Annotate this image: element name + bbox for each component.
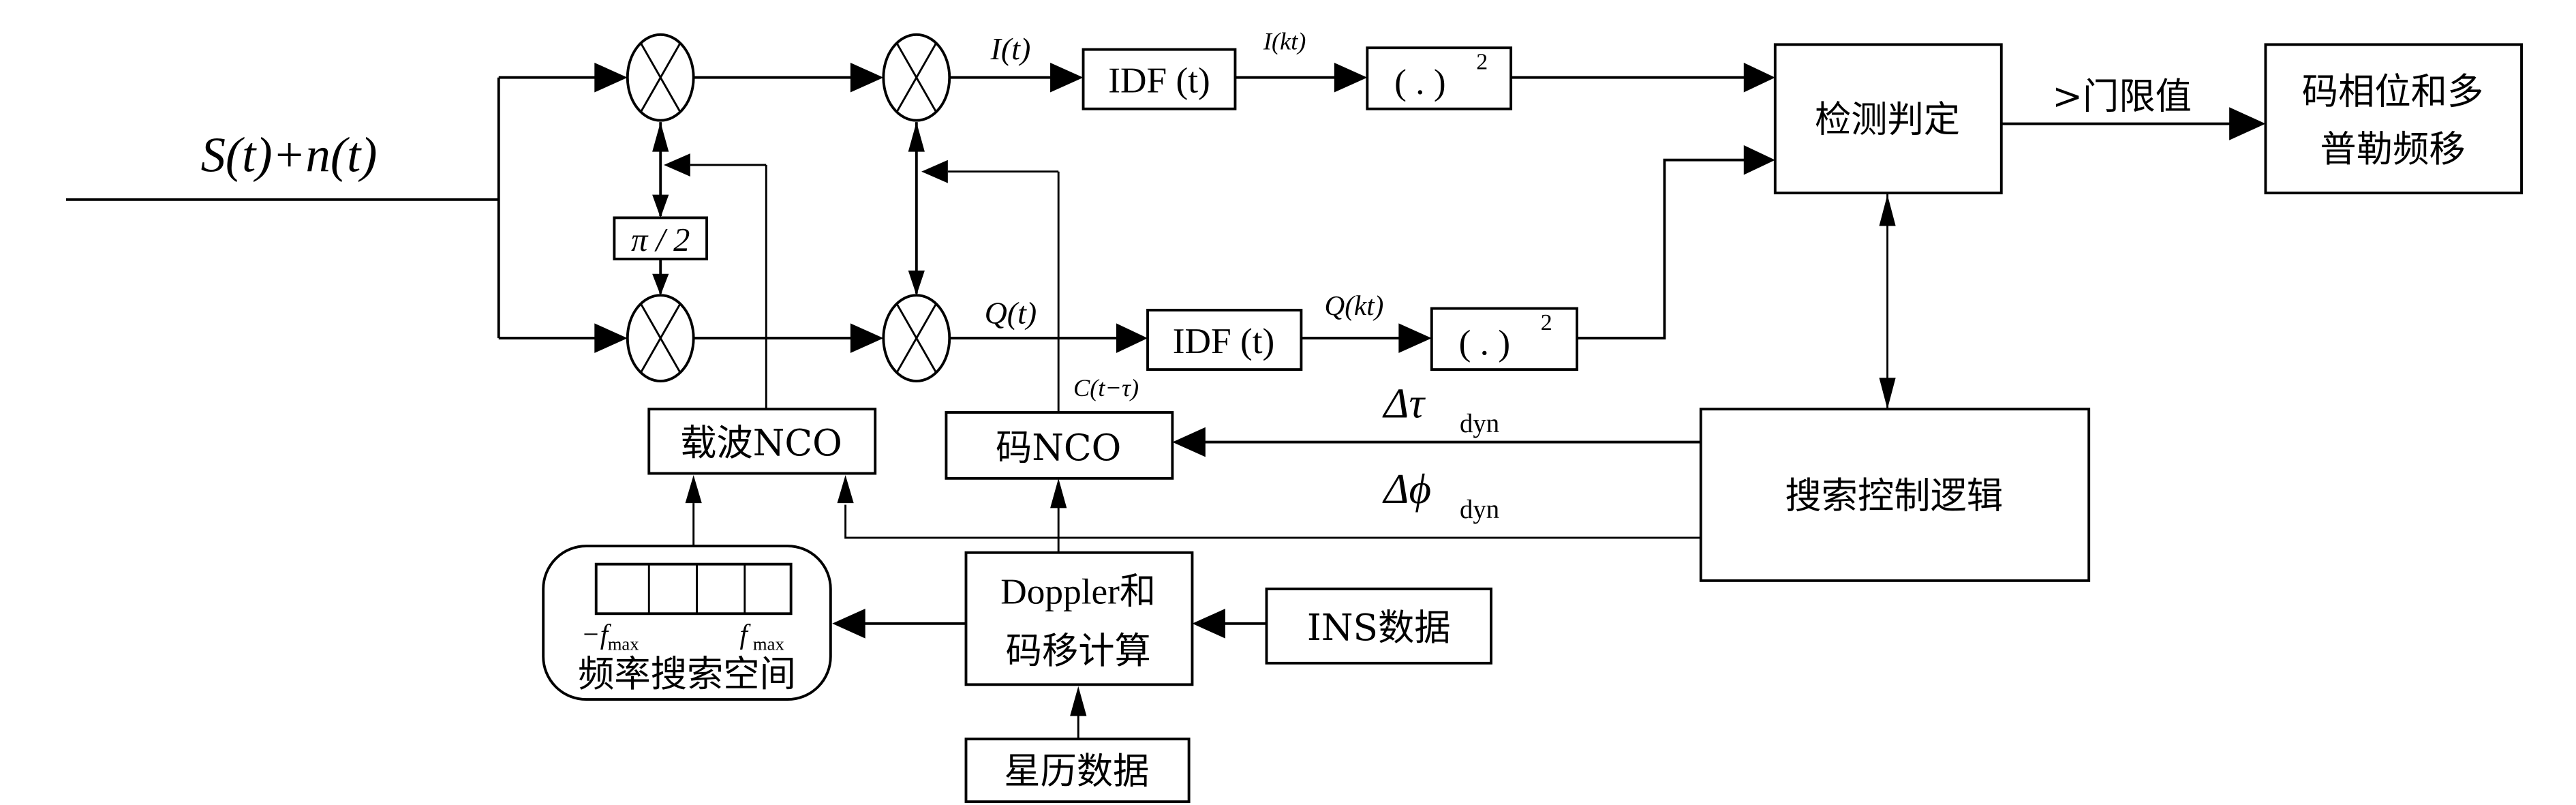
doppler-label-line2: 码移计算 <box>1006 630 1151 672</box>
square-i-exponent: 2 <box>1476 50 1488 75</box>
threshold-label: >门限值 <box>2052 76 2192 118</box>
svg-text:Δτ: Δτ <box>1382 379 1426 427</box>
idf-q-block: IDF (t) <box>1146 309 1303 371</box>
svg-text:dyn: dyn <box>1460 409 1499 438</box>
search-logic-label: 搜索控制逻辑 <box>1785 474 2003 517</box>
square-q-label: ( . ) <box>1459 322 1510 363</box>
carrier-nco-label: 载波NCO <box>680 422 842 464</box>
output-label-line2: 普勒频移 <box>2320 128 2465 170</box>
mixer-2-i <box>882 33 951 122</box>
fmin-subscript: max <box>608 634 639 654</box>
delta-tau-line <box>1172 427 1701 457</box>
ins-block: INS数据 <box>1265 588 1492 665</box>
arrow-ins-to-doppler <box>1192 609 1267 639</box>
doppler-block: Doppler和 码移计算 <box>964 551 1194 686</box>
i-kt-label: I(kt) <box>1263 28 1306 55</box>
fmin-label: −f <box>581 618 612 650</box>
carrier-bus-1 <box>652 122 669 296</box>
square-q-exponent: 2 <box>1541 310 1552 335</box>
carrier-nco-block: 载波NCO <box>647 408 877 475</box>
idf-q-label: IDF (t) <box>1173 321 1275 361</box>
idf-i-block: IDF (t) <box>1082 48 1237 110</box>
arrow-to-idf-q <box>949 323 1148 353</box>
arrow-to-square-q <box>1301 323 1432 353</box>
code-nco-block: 码NCO <box>945 411 1174 480</box>
idf-i-label: IDF (t) <box>1108 61 1210 101</box>
delta-phi-label: Δϕ dyn <box>1382 465 1500 524</box>
detect-search-link <box>1879 193 1896 410</box>
code-nco-label: 码NCO <box>996 427 1121 469</box>
square-i-block: ( . ) 2 <box>1366 46 1513 110</box>
arrow-mixer1-to-mixer2-i <box>693 62 884 93</box>
ins-label: INS数据 <box>1307 607 1451 649</box>
arrow-to-mixer1-i <box>498 62 628 93</box>
arrow-mixer1-to-mixer2-q <box>693 323 884 353</box>
arrow-freqspace-to-carrier-nco <box>685 474 702 547</box>
arrow-to-idf-i <box>949 62 1084 93</box>
freq-bins <box>594 562 793 616</box>
svg-text:dyn: dyn <box>1460 495 1499 524</box>
carrier-nco-feedback <box>664 153 767 410</box>
search-logic-block: 搜索控制逻辑 <box>1699 408 2091 582</box>
delta-phi-line <box>837 474 1701 539</box>
svg-text:Δϕ: Δϕ <box>1382 465 1432 513</box>
arrow-doppler-to-code-nco <box>1050 478 1067 553</box>
arrow-to-square-i <box>1235 62 1368 93</box>
i-t-label: I(t) <box>990 31 1031 66</box>
ephemeris-label: 星历数据 <box>1004 750 1149 793</box>
phase-shift-box: π / 2 <box>613 216 709 260</box>
arrow-to-detect-q <box>1577 145 1775 340</box>
arrow-to-output <box>2001 107 2266 140</box>
freq-search-space: −f max f max 频率搜索空间 <box>542 545 832 701</box>
q-kt-label: Q(kt) <box>1324 290 1383 322</box>
detect-block: 检测判定 <box>1773 43 2003 195</box>
phase-shift-label: π / 2 <box>631 222 690 258</box>
mixer-1-i <box>626 33 695 122</box>
q-t-label: Q(t) <box>985 295 1037 330</box>
input-signal-label: S(t)+n(t) <box>201 127 378 183</box>
square-i-label: ( . ) <box>1394 62 1445 102</box>
arrow-ephemeris-to-doppler <box>1070 686 1087 740</box>
square-q-block: ( . ) 2 <box>1430 307 1578 371</box>
fmax-subscript: max <box>753 634 784 654</box>
doppler-label-line1: Doppler和 <box>1000 572 1156 612</box>
freq-space-label: 频率搜索空间 <box>578 653 796 695</box>
output-label-line1: 码相位和多 <box>2302 70 2483 112</box>
arrow-to-mixer1-q <box>498 323 628 353</box>
code-bus <box>908 122 925 296</box>
code-nco-feedback <box>921 160 1060 413</box>
code-replica-label: C(t−τ) <box>1073 374 1139 401</box>
ephemeris-block: 星历数据 <box>964 738 1191 804</box>
output-block: 码相位和多 普勒频移 <box>2264 43 2523 195</box>
delta-tau-label: Δτ dyn <box>1382 379 1500 438</box>
detect-label: 检测判定 <box>1815 99 1960 141</box>
arrow-to-detect-i <box>1511 62 1775 93</box>
mixer-1-q <box>626 294 695 382</box>
mixer-2-q <box>882 294 951 382</box>
arrow-doppler-to-freqspace <box>832 609 966 639</box>
